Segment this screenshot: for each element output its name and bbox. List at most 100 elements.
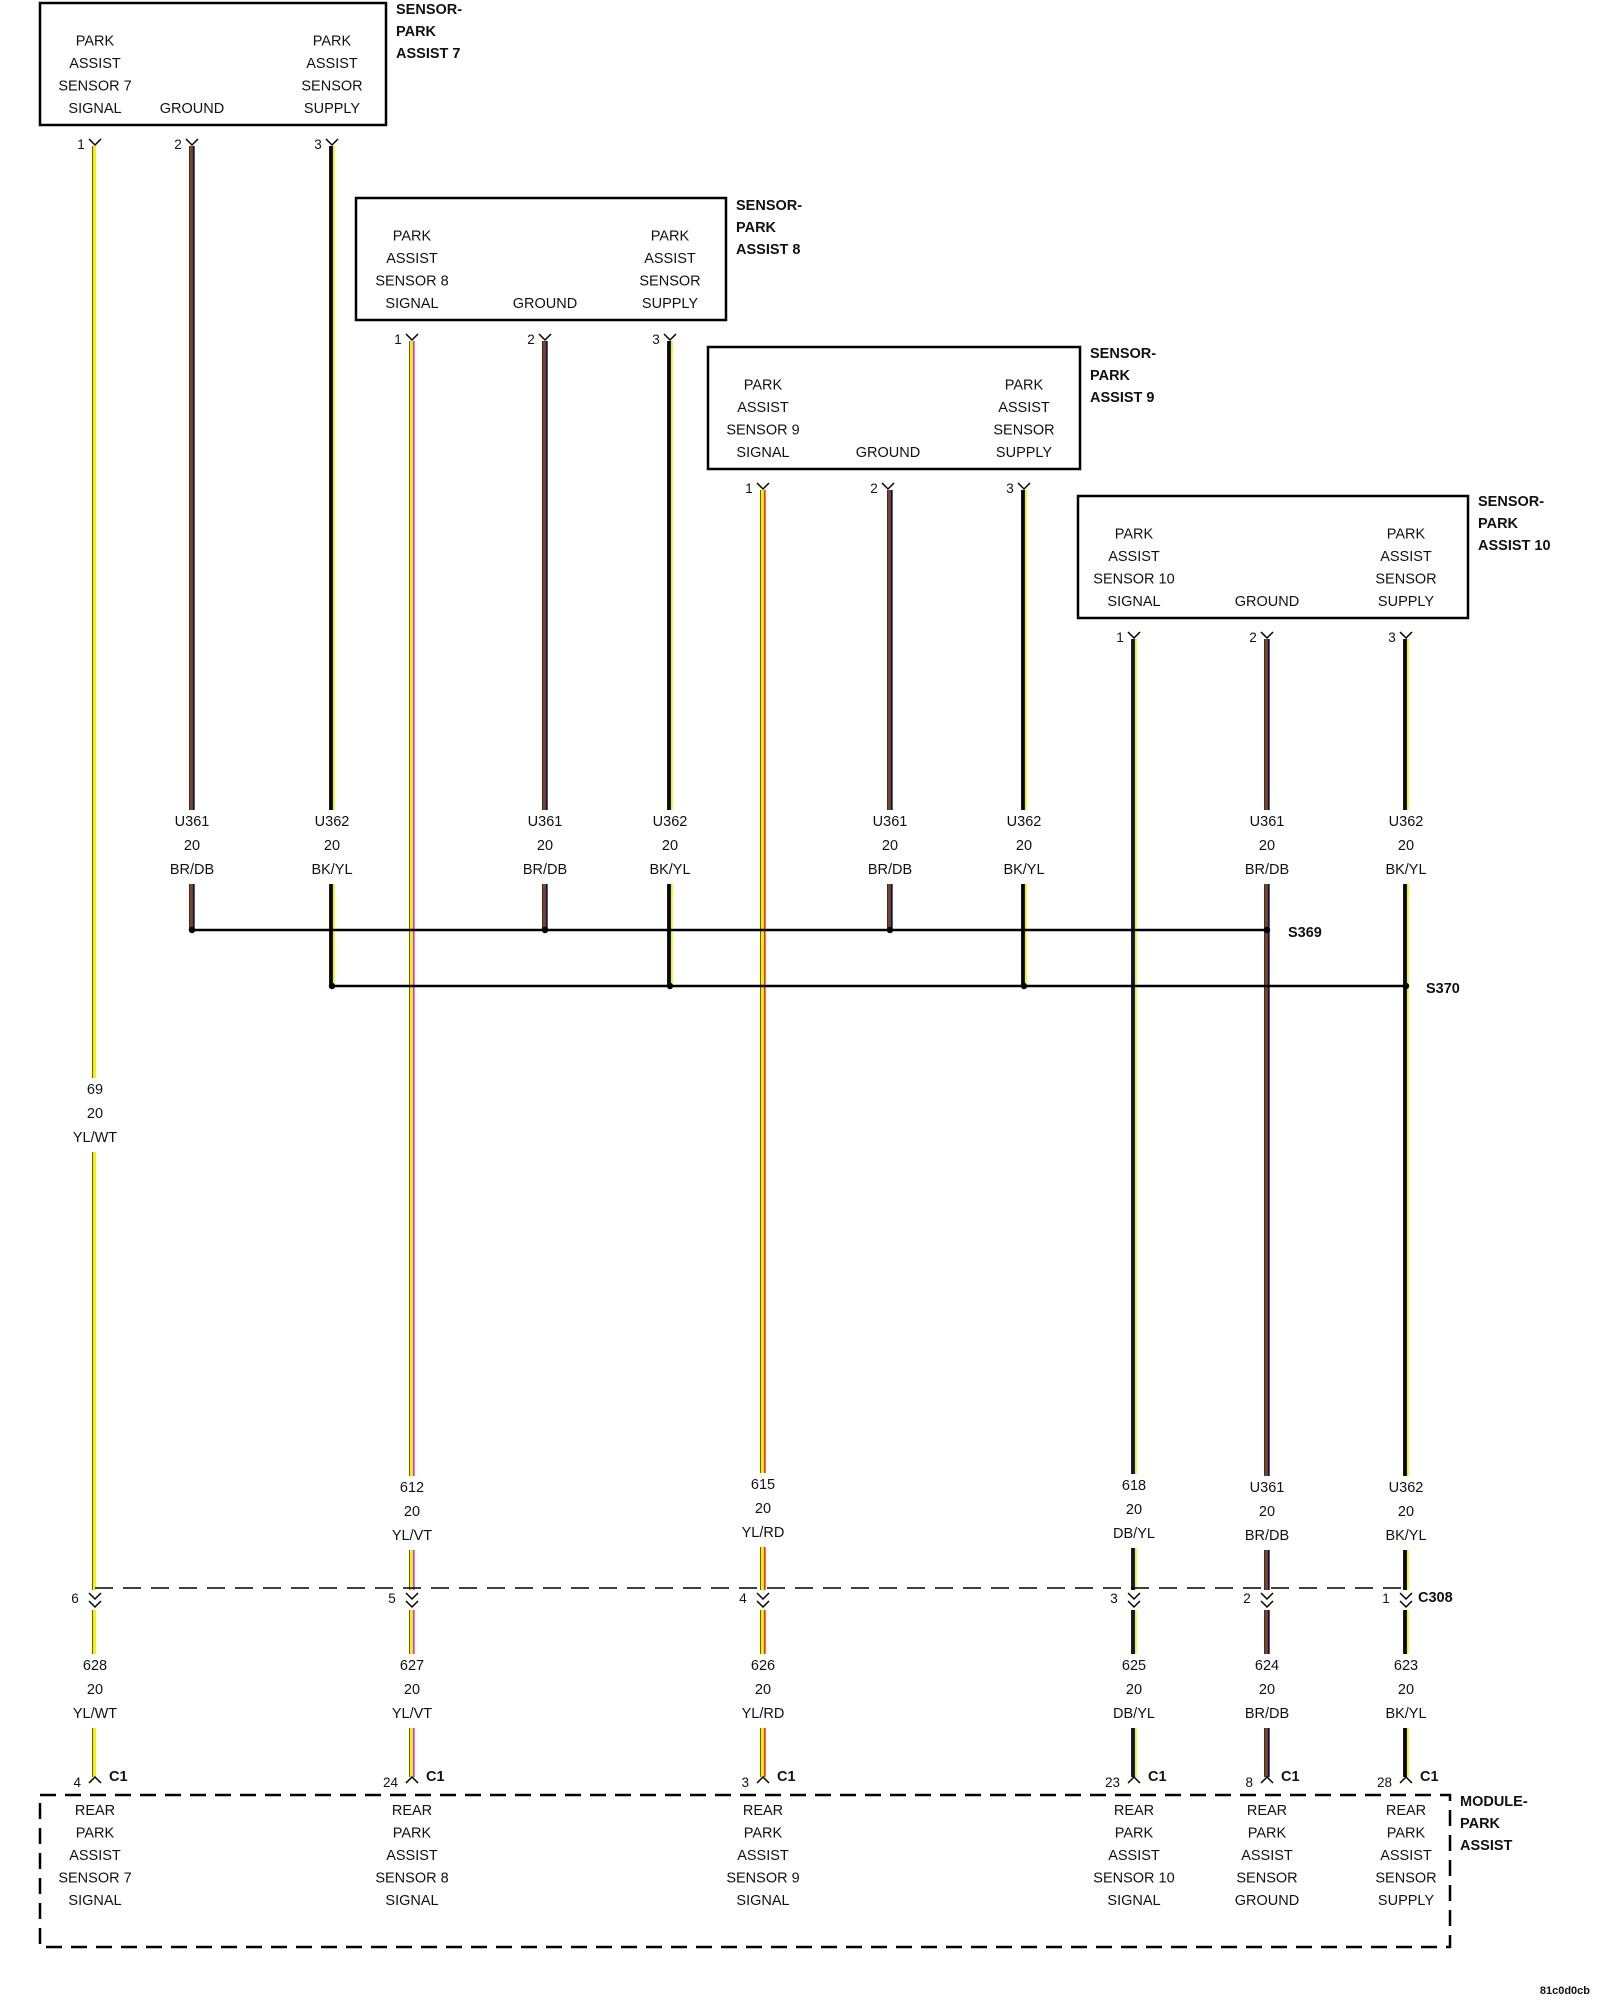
splice-dot	[666, 982, 674, 990]
sensor-pin-label: GROUND	[1235, 594, 1299, 610]
wire-label: U362	[1007, 814, 1042, 830]
splice-dot	[1402, 982, 1410, 990]
terminal-icon	[538, 333, 552, 342]
module-pin-label: REAR	[392, 1803, 432, 1819]
sensor-box-s7	[38, 1, 388, 127]
sensor-box-s10	[1076, 494, 1470, 620]
terminal-icon	[1260, 1775, 1274, 1784]
c308-terminal-icon	[88, 1592, 102, 1609]
wire-u362	[1403, 639, 1409, 1590]
wire-label: YL/WT	[73, 1130, 117, 1146]
module-name: ASSIST	[1460, 1838, 1513, 1854]
pin-number: 1	[394, 332, 402, 347]
sensor-name: ASSIST 9	[1090, 390, 1154, 406]
module-pin-label: REAR	[1247, 1803, 1287, 1819]
sensor-pin-label: SENSOR 9	[726, 423, 799, 439]
c308-terminal-icon	[1399, 1592, 1413, 1609]
sensor-pin-label: ASSIST	[386, 251, 438, 267]
module-pin-label: REAR	[1386, 1803, 1426, 1819]
module-pin-label: SENSOR 10	[1093, 1871, 1174, 1887]
module-pin-label: SENSOR 8	[375, 1871, 448, 1887]
sensor-pin-label: ASSIST	[737, 400, 789, 416]
sensor-name: SENSOR-	[1478, 494, 1544, 510]
module-pin-label: SIGNAL	[1107, 1893, 1160, 1909]
wire-label: 626	[751, 1658, 775, 1674]
sensor-name: PARK	[736, 220, 777, 236]
sensor-pin-label: ASSIST	[306, 56, 358, 72]
wire-label: 623	[1394, 1658, 1418, 1674]
wire-label: 20	[404, 1504, 420, 1520]
module-pin-label: SIGNAL	[68, 1893, 121, 1909]
module-pin-label: SENSOR 9	[726, 1871, 799, 1887]
module-connector-label: C1	[109, 1769, 128, 1785]
module-pin-number: 24	[383, 1775, 399, 1790]
module-connector-label: C1	[1420, 1769, 1439, 1785]
terminal-icon	[1399, 631, 1413, 640]
sensor-pin-label: SENSOR 7	[58, 79, 131, 95]
terminal-icon	[405, 1775, 419, 1784]
splice-s370-label: S370	[1426, 981, 1460, 997]
sensor-pin-label: SUPPLY	[642, 296, 698, 312]
module-pin-label: ASSIST	[737, 1848, 789, 1864]
module-connector-label: C1	[426, 1769, 445, 1785]
sensor-pin-label: SENSOR	[301, 79, 362, 95]
terminal-icon	[1399, 1775, 1413, 1784]
terminal-icon	[756, 1775, 770, 1784]
sensor-pin-label: GROUND	[856, 445, 920, 461]
module-pin-label: PARK	[744, 1826, 783, 1842]
module-park-assist-box	[38, 1793, 1452, 1949]
wire-label: U361	[873, 814, 908, 830]
module-pin-label: SIGNAL	[385, 1893, 438, 1909]
pin-number: 3	[652, 332, 660, 347]
sensor-pin-label: PARK	[744, 378, 783, 394]
wire-label: U362	[1389, 1480, 1424, 1496]
wire-u362	[667, 341, 673, 986]
module-pin-label: SENSOR 7	[58, 1871, 131, 1887]
module-connector-label: C1	[777, 1769, 796, 1785]
wire-label: 20	[755, 1501, 771, 1517]
sensor-pin-label: PARK	[1387, 527, 1426, 543]
wire-label: YL/RD	[742, 1525, 785, 1541]
wire-u361	[189, 146, 195, 930]
sensor-pin-label: ASSIST	[998, 400, 1050, 416]
sensor-name: ASSIST 10	[1478, 538, 1551, 554]
sensor-pin-label: SENSOR	[1375, 572, 1436, 588]
wire-label: 20	[324, 838, 340, 854]
sensor-pin-label: PARK	[76, 34, 115, 50]
terminal-icon	[756, 482, 770, 491]
c308-pin-number: 1	[1382, 1591, 1390, 1606]
sensor-pin-label: SIGNAL	[68, 101, 121, 117]
pin-number: 2	[870, 481, 878, 496]
module-pin-label: SIGNAL	[736, 1893, 789, 1909]
wire-label: BK/YL	[311, 862, 352, 878]
wire-label: BR/DB	[868, 862, 912, 878]
terminal-icon	[325, 138, 339, 147]
wire-label: 20	[1126, 1502, 1142, 1518]
wire-u362	[1021, 490, 1027, 986]
wire-615	[760, 490, 766, 1590]
wire-label: YL/VT	[392, 1528, 432, 1544]
wire-label: 612	[400, 1480, 424, 1496]
sensor-pin-label: ASSIST	[644, 251, 696, 267]
module-pin-number: 3	[741, 1775, 749, 1790]
wire-label: 20	[537, 838, 553, 854]
sensor-name: SENSOR-	[1090, 346, 1156, 362]
wire-label: 20	[755, 1682, 771, 1698]
sensor-pin-label: SENSOR 10	[1093, 572, 1174, 588]
module-pin-label: GROUND	[1235, 1893, 1299, 1909]
module-pin-label: ASSIST	[69, 1848, 121, 1864]
splice-dot	[328, 982, 336, 990]
wire-label: BR/DB	[523, 862, 567, 878]
module-connector-label: C1	[1281, 1769, 1300, 1785]
wire-label: 20	[1259, 1504, 1275, 1520]
wire-label: 20	[882, 838, 898, 854]
pin-number: 3	[314, 137, 322, 152]
splice-dot	[1263, 926, 1271, 934]
sensor-name: SENSOR-	[396, 2, 462, 18]
sensor-pin-label: SIGNAL	[736, 445, 789, 461]
wire-label: BK/YL	[1385, 1528, 1426, 1544]
module-pin-label: SENSOR	[1236, 1871, 1297, 1887]
pin-number: 2	[174, 137, 182, 152]
module-pin-number: 28	[1377, 1775, 1392, 1790]
